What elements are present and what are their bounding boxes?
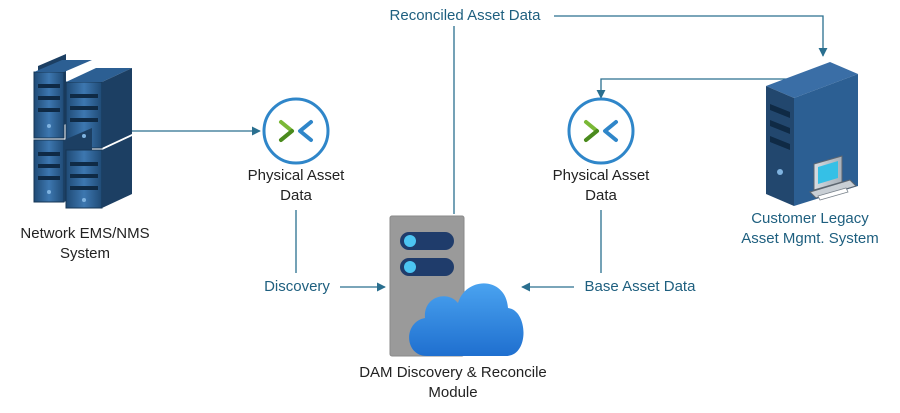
legacy-label: Customer Legacy Asset Mgmt. System: [718, 209, 900, 249]
physical-right-label-line1: Physical Asset: [552, 167, 650, 184]
physical-left-label: Physical Asset Data: [226, 166, 366, 206]
edge-legacy-to-physical-right: [596, 78, 790, 99]
physical-left-label-line2: Data: [280, 187, 312, 204]
legacy-label-line1: Customer Legacy: [751, 210, 869, 227]
physical-right-label: Physical Asset Data: [531, 166, 671, 206]
dam-label-line1: DAM Discovery & Reconcile: [359, 364, 547, 381]
edge-label-discovery: Discovery: [264, 278, 330, 295]
network-label-line2: System: [59, 245, 110, 262]
dam-label-line2: Module: [428, 384, 478, 401]
network-label: Network EMS/NMS System: [0, 224, 170, 264]
connectors: [132, 15, 828, 292]
collapse-arrows-icon: [567, 97, 635, 165]
dam-label: DAM Discovery & Reconcile Module: [322, 363, 584, 403]
collapse-arrows-icon: [262, 97, 330, 165]
physical-right-label-line2: Data: [585, 187, 617, 204]
physical-left-label-line1: Physical Asset: [247, 167, 345, 184]
server-rack-icon: [33, 54, 132, 209]
legacy-label-line2: Asset Mgmt. System: [741, 230, 879, 247]
edge-label-base: Base Asset Data: [584, 278, 696, 295]
edge-label-reconciled: Reconciled Asset Data: [389, 7, 541, 24]
network-label-line1: Network EMS/NMS: [20, 225, 150, 242]
tower-computer-icon: [766, 62, 858, 206]
cloud-server-icon: [389, 215, 524, 357]
edge-reconciled-to-legacy: [554, 15, 828, 57]
